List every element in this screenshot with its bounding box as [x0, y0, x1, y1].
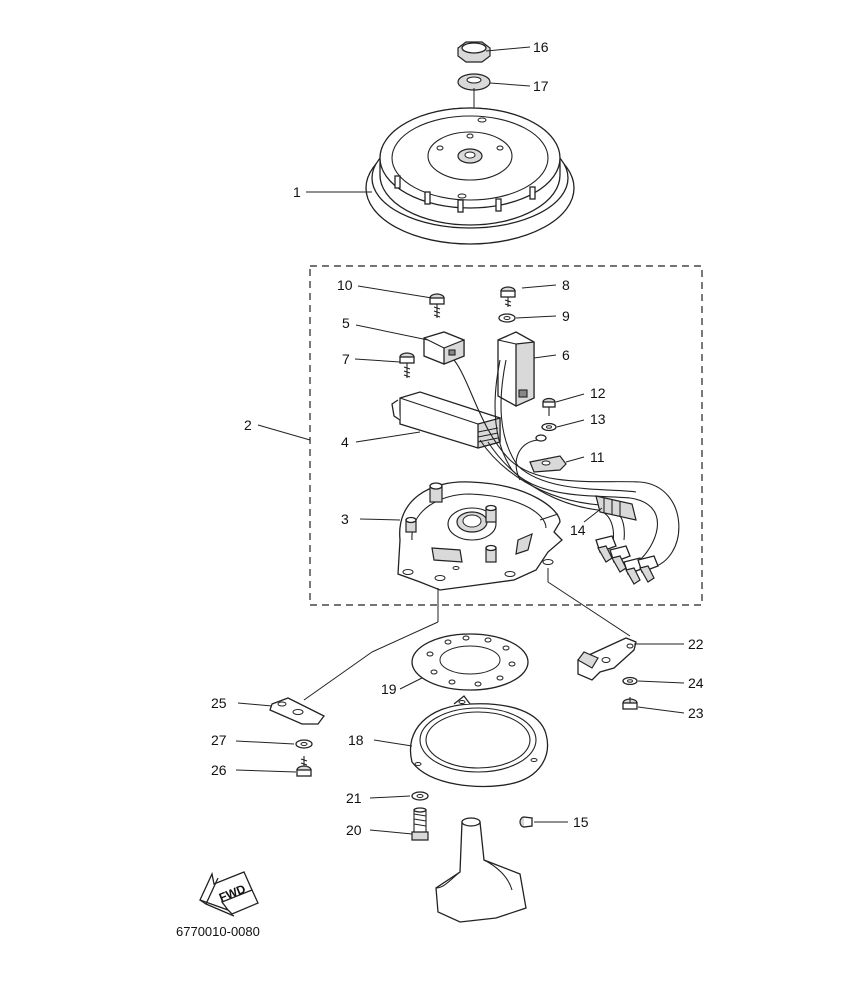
label-part-11: 11: [590, 449, 605, 465]
part-8-screw: [500, 286, 516, 307]
label-part-2: 2: [244, 417, 252, 433]
part-7-screw: [399, 352, 415, 378]
label-part-25: 25: [211, 695, 227, 711]
label-part-27: 27: [211, 732, 227, 748]
label-part-20: 20: [346, 822, 362, 838]
label-part-18: 18: [348, 732, 364, 748]
part-26-screw: [296, 756, 312, 777]
label-part-16: 16: [533, 39, 549, 55]
diagram-code: 6770010-0080: [176, 924, 260, 939]
label-part-8: 8: [562, 277, 570, 293]
label-part-19: 19: [381, 681, 397, 697]
label-part-6: 6: [562, 347, 570, 363]
label-part-14: 14: [570, 522, 586, 538]
part-24-washer: [622, 676, 638, 686]
part-13-washer: [541, 422, 557, 432]
part-6-cdi-unit: [497, 331, 535, 407]
label-part-12: 12: [590, 385, 606, 401]
part-15-cam: [435, 816, 533, 923]
part-12-screw: [542, 397, 556, 416]
stator-assembly-box: [309, 265, 703, 606]
label-part-26: 26: [211, 762, 227, 778]
label-part-3: 3: [341, 511, 349, 527]
part-5-pulser-coil: [423, 331, 465, 365]
part-labels: 16 17 1 2 10 8 9 5 6 7 12 13 4 11 3 14 2…: [211, 39, 704, 838]
label-part-1: 1: [293, 184, 301, 200]
label-part-22: 22: [688, 636, 704, 652]
part-3-stator-base: [397, 481, 563, 591]
label-part-13: 13: [590, 411, 606, 427]
label-part-15: 15: [573, 814, 589, 830]
fwd-arrow-icon: FWD: [199, 871, 259, 917]
label-part-24: 24: [688, 675, 704, 691]
leader-lines: [235, 46, 685, 835]
part-17-washer: [457, 73, 491, 91]
part-19-gasket: [411, 633, 529, 691]
part-18-retainer: [409, 695, 548, 788]
part-11-terminal: [529, 455, 567, 473]
part-20-bolt: [411, 807, 429, 841]
part-22-bracket: [577, 637, 637, 681]
label-part-9: 9: [562, 308, 570, 324]
part-10-screw: [429, 293, 445, 318]
label-part-10: 10: [337, 277, 353, 293]
label-part-23: 23: [688, 705, 704, 721]
part-21-washer: [411, 791, 429, 801]
label-part-7: 7: [342, 351, 350, 367]
part-25-link-plate: [269, 697, 325, 725]
part-1-flywheel: [365, 107, 575, 245]
part-27-washer: [295, 739, 313, 749]
part-9-washer: [498, 313, 516, 323]
part-23-screw: [622, 697, 638, 710]
label-part-4: 4: [341, 434, 349, 450]
label-part-21: 21: [346, 790, 362, 806]
part-16-nut: [457, 41, 491, 63]
label-part-17: 17: [533, 78, 549, 94]
label-part-5: 5: [342, 315, 350, 331]
part-4-ignition-coil: [391, 391, 501, 449]
part-14-wire-harness: [453, 359, 680, 585]
